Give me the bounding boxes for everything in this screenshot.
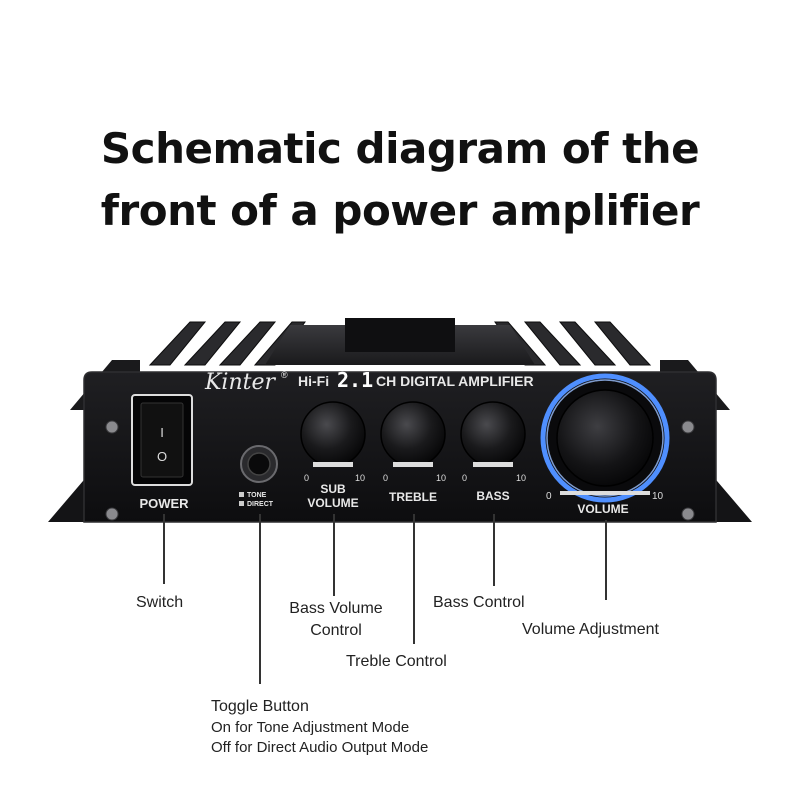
title-line-2: front of a power amplifier [100, 186, 700, 235]
amplifier-device: Kinter ® Hi-Fi 2.1 CH DIGITAL AMPLIFIER … [48, 318, 752, 523]
leader-line-treble [413, 514, 415, 644]
callout-bass-volume-line-2: Control [310, 621, 362, 639]
callout-bass-volume-line-1: Bass Volume [289, 600, 383, 617]
bass-skirt [473, 462, 513, 467]
bass-knob[interactable] [460, 401, 526, 467]
brand-registered-mark: ® [281, 370, 288, 380]
callout-toggle-line-2: On for Tone Adjustment Mode [211, 718, 410, 736]
top-label-strip [345, 318, 455, 352]
tone-direct-toggle[interactable] [247, 452, 271, 476]
volume-min: 0 [546, 491, 552, 502]
callout-bass-volume: Bass Volume Control [286, 598, 386, 641]
leader-line-sub-volume [333, 514, 335, 596]
leader-line-toggle [259, 514, 261, 684]
screw-icon [105, 420, 695, 521]
treble-max: 10 [436, 473, 446, 483]
callout-toggle-button: Toggle Button On for Tone Adjustment Mod… [211, 696, 428, 758]
callout-treble-control: Treble Control [346, 653, 447, 670]
volume-max: 10 [652, 491, 664, 502]
bass-max: 10 [516, 473, 526, 483]
bass-label: BASS [476, 489, 509, 503]
toggle-up-icon [239, 492, 244, 497]
callout-toggle-line-1: Toggle Button [211, 698, 309, 715]
callout-toggle-line-3: Off for Direct Audio Output Mode [211, 738, 429, 756]
callout-switch: Switch [136, 594, 184, 611]
switch-on-symbol: I [160, 425, 164, 440]
volume-skirt [560, 491, 650, 495]
toggle-down-icon [239, 501, 244, 506]
callout-bass-control: Bass Control [433, 594, 525, 611]
volume-knob-group: 0 10 VOLUME [540, 373, 670, 516]
switch-off-symbol: O [157, 449, 167, 464]
sub-volume-skirt [313, 462, 353, 467]
brand-logo: Kinter [204, 370, 277, 395]
treble-label: TREBLE [389, 490, 437, 504]
volume-label: VOLUME [577, 502, 628, 516]
treble-skirt [393, 462, 433, 467]
toggle-label-tone: TONE [247, 492, 267, 499]
treble-min: 0 [383, 473, 388, 483]
bass-min: 0 [462, 473, 467, 483]
bass-knob-group: 0 10 BASS [460, 401, 526, 503]
sub-volume-label-line-1: SUB [320, 482, 346, 496]
sub-volume-max: 10 [355, 473, 365, 483]
volume-knob[interactable] [556, 389, 654, 487]
model-prefix: Hi-Fi [298, 373, 329, 389]
sub-volume-knob[interactable] [300, 401, 366, 467]
treble-knob-group: 0 10 TREBLE [380, 401, 446, 504]
sub-volume-knob-group: 0 10 SUB VOLUME [300, 401, 366, 510]
leader-line-bass [493, 514, 495, 586]
volume-ring-highlight [546, 379, 664, 497]
title-line-1: Schematic diagram of the [100, 124, 700, 173]
model-suffix: CH DIGITAL AMPLIFIER [376, 373, 534, 389]
leader-line-switch [163, 514, 165, 584]
leader-line-volume [605, 520, 607, 600]
power-switch[interactable] [140, 402, 184, 478]
toggle-label-direct: DIRECT [247, 501, 274, 508]
sub-volume-label-line-2: VOLUME [307, 496, 358, 510]
sub-volume-min: 0 [304, 473, 309, 483]
model-number: 2.1 [337, 368, 373, 392]
treble-knob[interactable] [380, 401, 446, 467]
callout-volume-adjustment: Volume Adjustment [522, 621, 659, 638]
power-label: POWER [139, 496, 189, 511]
